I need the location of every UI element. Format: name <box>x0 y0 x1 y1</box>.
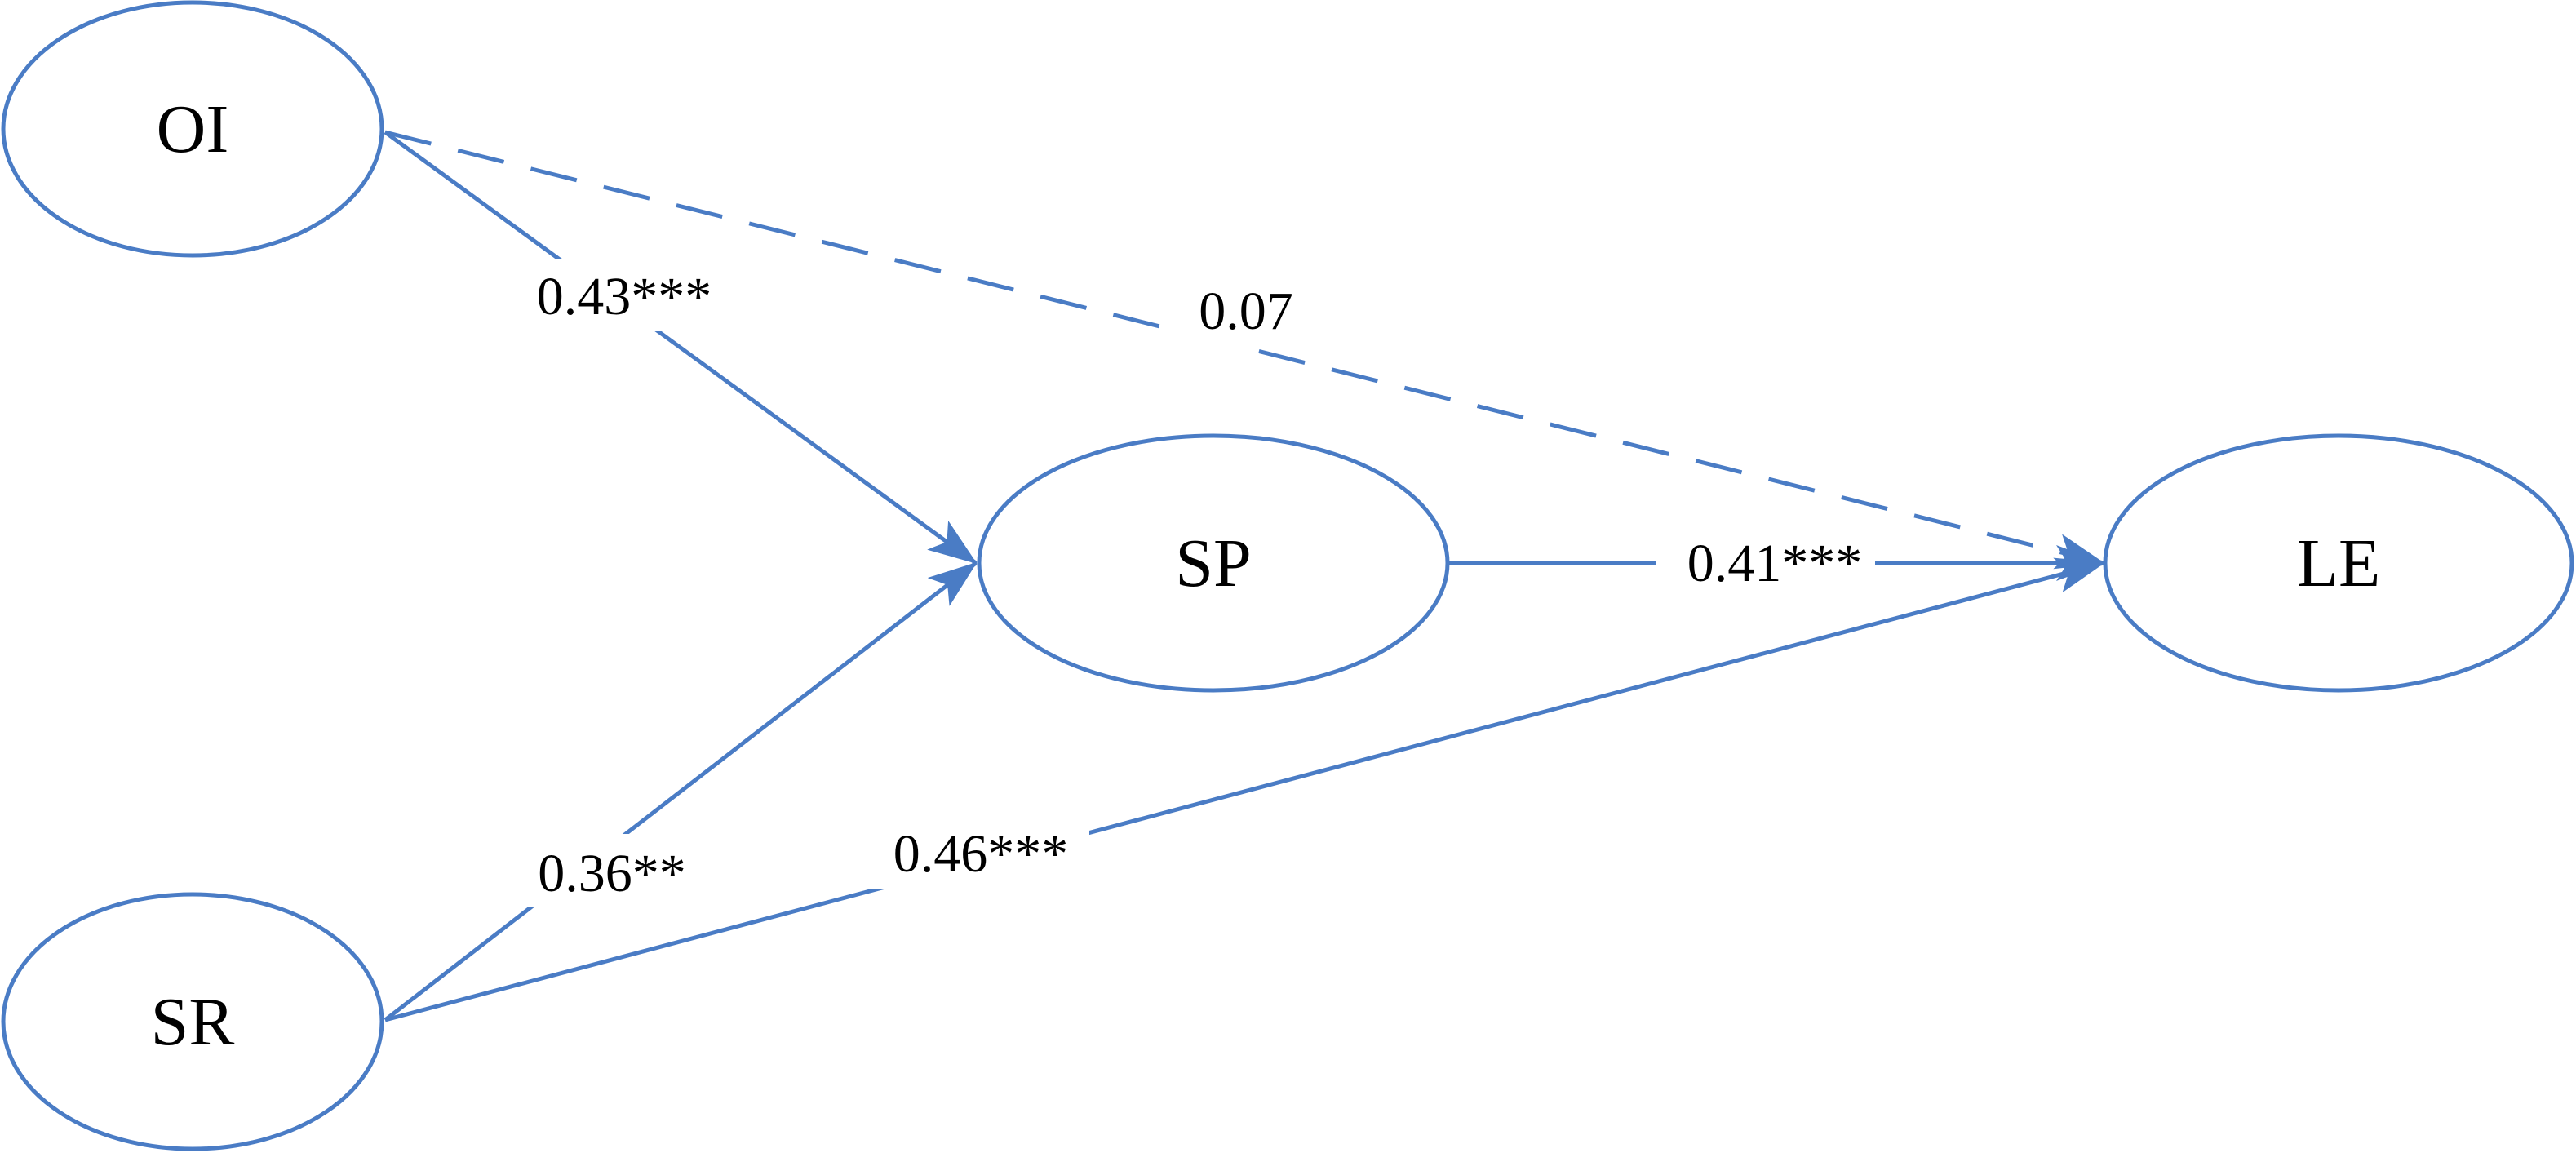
node-sp-ellipse <box>977 433 1450 693</box>
node-oi-label: OI <box>157 91 229 167</box>
coef-sr-sp: 0.36** <box>522 834 703 907</box>
node-oi-ellipse <box>1 0 384 258</box>
coef-oi-sp-label: 0.43*** <box>537 267 712 326</box>
coef-sp-le-label: 0.41*** <box>1687 534 1863 593</box>
node-sr-ellipse <box>1 892 384 1151</box>
node-oi: OI <box>1 0 384 258</box>
path-sr-to-le <box>384 557 2105 1022</box>
node-le: LE <box>2103 433 2574 693</box>
path-oi-to-sp <box>384 130 978 565</box>
node-sp-label: SP <box>1175 526 1251 601</box>
coef-oi-sp: 0.43*** <box>522 259 726 331</box>
node-sr-label: SR <box>151 984 235 1060</box>
path-sr-to-sp <box>384 561 978 1022</box>
coef-oi-le: 0.07 <box>1167 269 1297 348</box>
node-le-label: LE <box>2297 526 2381 601</box>
node-sp: SP <box>977 433 1450 693</box>
coef-sp-le: 0.41*** <box>1656 529 1875 597</box>
coef-sr-le: 0.46*** <box>869 816 1089 889</box>
node-le-ellipse <box>2103 433 2574 693</box>
coef-oi-le-label: 0.07 <box>1199 282 1293 341</box>
coef-sr-sp-label: 0.36** <box>538 844 686 903</box>
node-sr: SR <box>1 892 384 1151</box>
coef-sr-le-label: 0.46*** <box>893 824 1069 884</box>
